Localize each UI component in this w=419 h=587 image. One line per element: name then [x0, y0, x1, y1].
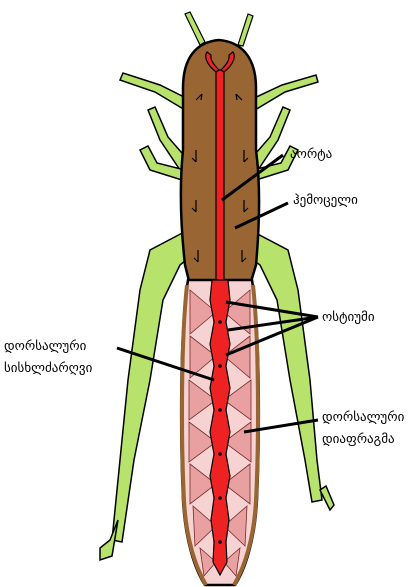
label-dorsal-diaphragm: დორსალური დიაფრაგმა [322, 407, 404, 451]
label-dorsal-diaphragm-line1: დორსალური [322, 407, 404, 429]
label-aorta: აორტა [290, 144, 332, 166]
label-dorsal-vessel-line1: დორსალური [4, 336, 92, 358]
label-dorsal-diaphragm-line2: დიაფრაგმა [322, 429, 404, 451]
label-ostia: ოსტიუმი [322, 307, 375, 329]
label-dorsal-vessel: დორსალური სისხლძარღვი [4, 336, 92, 380]
label-hemocoel: ჰემოცელი [293, 190, 358, 212]
label-dorsal-vessel-line2: სისხლძარღვი [4, 358, 92, 380]
